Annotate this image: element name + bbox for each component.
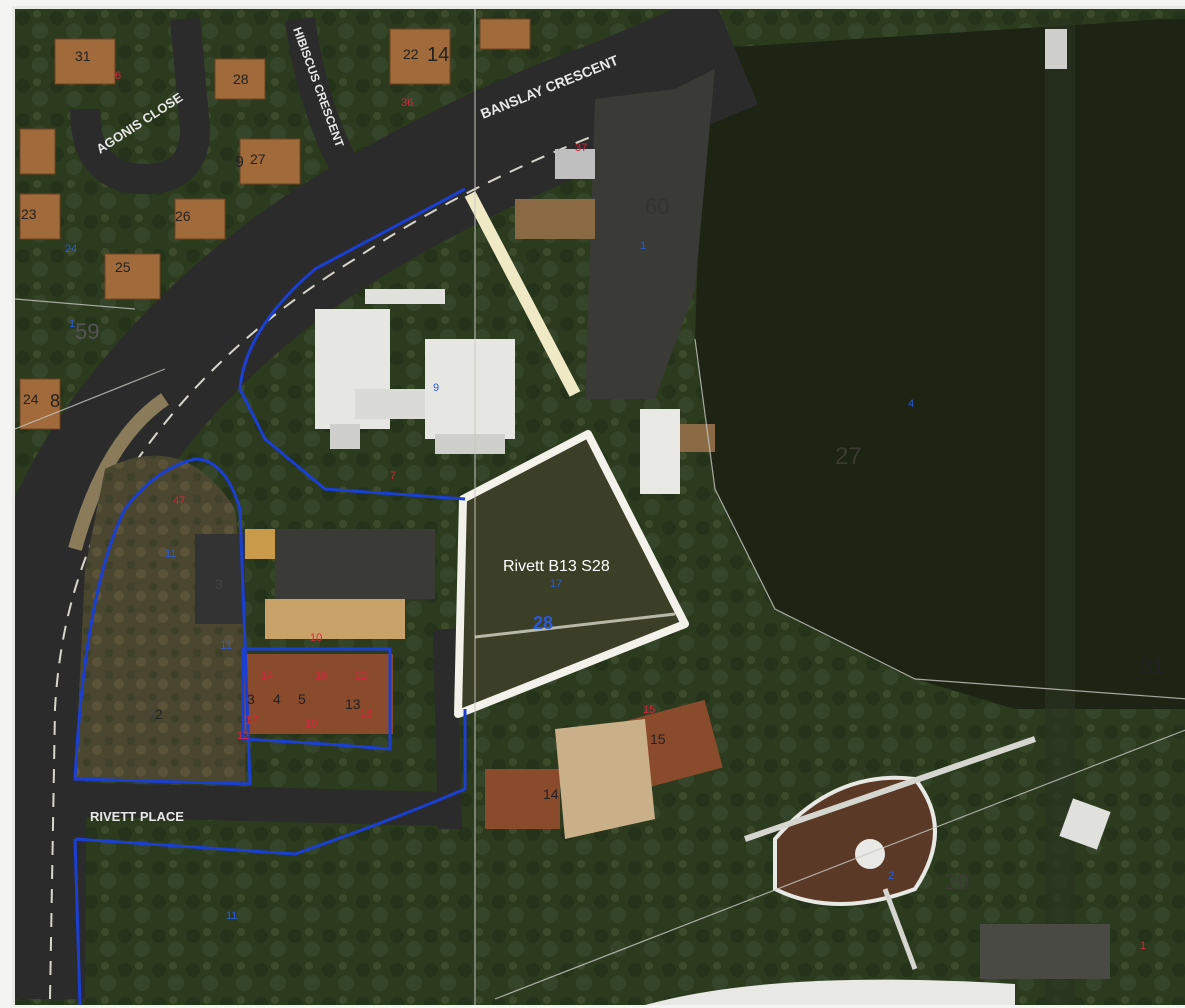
lot-label: 3	[215, 576, 223, 592]
houses-north-west	[19, 18, 531, 430]
section-label: 11	[165, 548, 176, 560]
lot-label: 8	[50, 391, 60, 411]
lot-label: 5	[298, 691, 306, 707]
lot-label: 13	[345, 696, 361, 712]
section-label: 6	[115, 70, 121, 82]
lot-label: 23	[21, 206, 37, 222]
lot-label: 24	[23, 391, 39, 407]
section-label: 1	[69, 318, 75, 330]
lot-label: 29	[945, 869, 969, 894]
lot-15-building	[627, 699, 723, 789]
lot-label: 9	[235, 154, 244, 171]
section-label: 22	[355, 670, 367, 682]
section-label: 17	[550, 578, 562, 590]
south-east-building	[980, 924, 1110, 979]
agonis-close-road	[70, 17, 211, 195]
carpark-west	[275, 529, 435, 599]
section-label: 15	[643, 704, 655, 716]
section-label: 14	[261, 670, 273, 682]
section-label: 19	[305, 718, 317, 730]
lot-label: 31	[75, 48, 91, 64]
field-shed	[1045, 29, 1067, 69]
lot-label: 2	[155, 706, 163, 722]
lot-label: 3	[247, 691, 255, 707]
section-label: 12	[237, 730, 249, 742]
lot-label: 27	[250, 151, 266, 167]
lot-label: 12	[245, 713, 259, 727]
section-label: 9	[433, 382, 439, 394]
site-internal-line	[474, 612, 676, 639]
section-number-labels: 47 11 9 1 37 7 14 16 22 18 19 10 15 36 2…	[65, 70, 1146, 952]
units-roofs	[243, 654, 393, 734]
section-label: 24	[65, 243, 77, 255]
street-label-rivett-place: RIVETT PLACE	[90, 809, 184, 824]
lot-label: 26	[175, 208, 191, 224]
shed-building	[515, 199, 595, 239]
blue-boundaries	[73, 187, 467, 1005]
section-label: 10	[310, 632, 322, 644]
lot-label: 11	[220, 638, 233, 652]
cadastral-lines	[15, 9, 1185, 1005]
site-label: Rivett B13 S28	[503, 558, 610, 575]
site-number: 28	[533, 613, 553, 633]
section-label: 7	[390, 470, 396, 482]
pathway-north	[464, 191, 581, 397]
section-label: 2	[888, 870, 894, 882]
sandpit-yard	[555, 719, 655, 839]
section-label: 47	[173, 495, 185, 507]
lot-label: 14	[543, 786, 559, 802]
section-label: 16	[315, 670, 327, 682]
banslay-crescent-road	[367, 42, 681, 195]
playground	[744, 736, 1036, 970]
south-road	[645, 979, 1015, 1005]
school-building	[315, 289, 515, 454]
rivett-place-road	[54, 782, 446, 826]
site-lot-outline[interactable]	[454, 430, 689, 718]
section-label: 4	[908, 398, 914, 410]
lot-label: 4	[273, 691, 281, 707]
lot-label: 28	[233, 71, 249, 87]
courtyard	[265, 599, 405, 639]
lot-label: 14	[427, 44, 449, 66]
lot-label: 25	[115, 259, 131, 275]
hibiscus-crescent-road	[285, 16, 378, 208]
lot-14-building	[485, 769, 560, 829]
field-strip	[1045, 19, 1075, 1005]
yard-pad	[245, 529, 275, 559]
lot-label: 31	[1140, 654, 1164, 679]
road-median-line	[49, 123, 626, 1000]
section-label: 37	[575, 142, 587, 154]
small-building	[555, 149, 595, 179]
arterial-road	[15, 9, 759, 1000]
building-flat-roof	[195, 534, 245, 624]
lot-label: 15	[650, 731, 666, 747]
aerial-map[interactable]: AGONIS CLOSE HIBISCUS CRESCENT BANSLAY C…	[12, 6, 1185, 1005]
shed-south-east	[1059, 798, 1111, 850]
section-label: 1	[640, 240, 646, 252]
access-road	[433, 628, 462, 830]
map-canvas: AGONIS CLOSE HIBISCUS CRESCENT BANSLAY C…	[15, 9, 1185, 1005]
hall-building	[640, 409, 680, 494]
lot-label: 59	[75, 319, 99, 344]
section-label: 1	[1140, 940, 1146, 952]
lot-label: 60	[645, 194, 669, 219]
section-label: 2	[150, 708, 156, 720]
lot-number-labels: 31 28 27 9 26 23 25 59 24 8 22 14 60 27 …	[21, 44, 1164, 894]
lot-label: 27	[835, 443, 862, 470]
lot-label: 22	[403, 46, 419, 62]
carpark-east	[585, 69, 715, 399]
section-label: 18	[360, 708, 372, 720]
section-label: 11	[226, 910, 237, 922]
section-label: 36	[401, 97, 413, 109]
road-median-strip	[68, 393, 169, 551]
